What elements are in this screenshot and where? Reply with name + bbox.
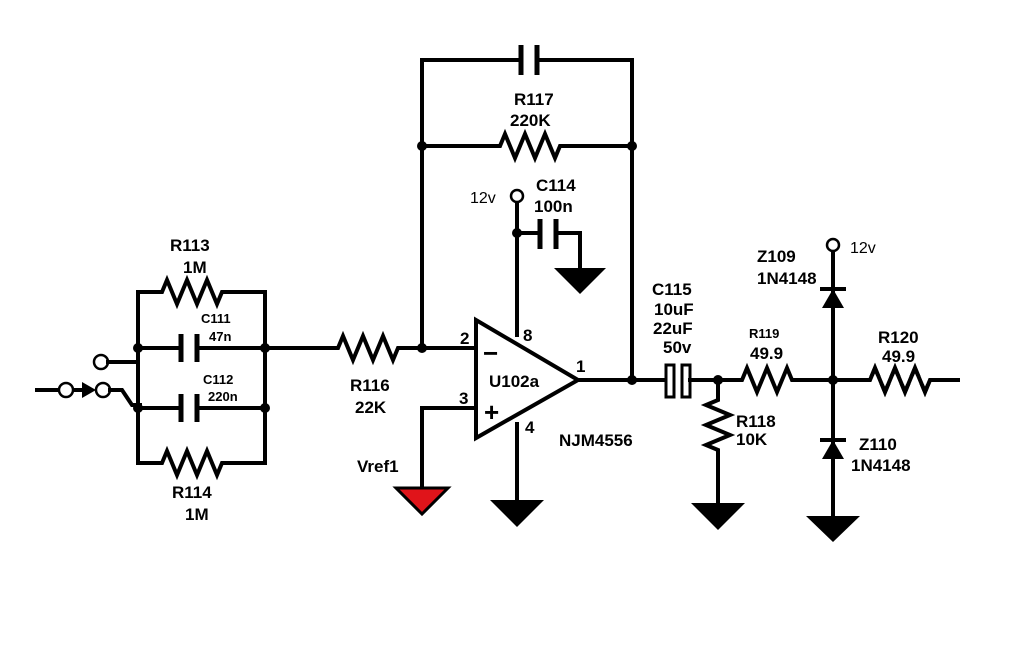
pin-inv: 2 [460, 329, 469, 348]
inverting-sign: − [483, 338, 498, 368]
vcc-terminal-opamp [509, 188, 525, 204]
r119-ref: R119 [749, 326, 779, 341]
input-rc-network [133, 274, 270, 481]
z110-diode [822, 440, 844, 459]
c115-value1: 10uF [654, 300, 694, 319]
c115-value2: 22uF [653, 319, 693, 338]
c111-ref: C111 [201, 311, 231, 326]
r118-resistor [700, 378, 736, 505]
c115-capacitor [664, 363, 692, 399]
r113-resistor [136, 274, 267, 310]
r114-value: 1M [185, 505, 209, 524]
pin-gnd: 4 [525, 418, 535, 437]
ground-symbol-clamp [806, 516, 860, 542]
pin-out: 1 [576, 357, 585, 376]
vcc-terminal-clamp [825, 237, 841, 253]
opamp-part: NJM4556 [559, 431, 633, 450]
r116-ref: R116 [350, 376, 390, 395]
vref-ground-symbol [392, 486, 452, 517]
ground-symbol-c114 [554, 268, 606, 294]
feedback-network [417, 45, 637, 382]
r118-value: 10K [736, 430, 768, 449]
r113-value: 1M [183, 258, 207, 277]
c114-capacitor [537, 219, 559, 249]
r119-value: 49.9 [750, 344, 783, 363]
ground-symbol-opamp [490, 500, 544, 527]
r116-resistor [263, 330, 424, 366]
r113-ref: R113 [170, 236, 210, 255]
pin-vcc: 8 [523, 326, 532, 345]
z110-ref: Z110 [859, 435, 897, 454]
feedback-capacitor [518, 45, 540, 75]
pin-noninv: 3 [459, 389, 468, 408]
vcc-label-opamp: 12v [470, 190, 496, 207]
c115-ref: C115 [652, 280, 692, 299]
clamp-diodes [820, 237, 846, 518]
c114-value: 100n [534, 197, 573, 216]
z109-diode [822, 289, 844, 308]
c112-value: 220n [208, 389, 238, 404]
c115-voltage: 50v [663, 338, 692, 357]
c114-ref: C114 [536, 176, 576, 195]
z110-part: 1N4148 [851, 456, 911, 475]
r114-ref: R114 [172, 483, 212, 502]
noninverting-sign: + [484, 397, 499, 427]
c112-ref: C112 [203, 372, 233, 387]
z109-ref: Z109 [757, 247, 796, 266]
vcc-label-clamp: 12v [850, 240, 876, 257]
r117-resistor [420, 128, 634, 164]
r120-value: 49.9 [882, 347, 915, 366]
c111-value: 47n [209, 329, 231, 344]
z109-part: 1N4148 [757, 269, 817, 288]
vref-label: Vref1 [357, 457, 399, 476]
r117-value: 220K [510, 111, 551, 130]
input-switch[interactable] [35, 353, 142, 407]
ground-symbol-r118 [691, 503, 745, 530]
r117-ref: R117 [514, 90, 554, 109]
opamp-u102a: − + [474, 316, 582, 442]
c112-capacitor [178, 394, 200, 422]
c111-capacitor [178, 334, 200, 362]
r120-ref: R120 [878, 328, 919, 347]
opamp-ref: U102a [489, 372, 540, 391]
r118-ref: R118 [736, 412, 776, 431]
r116-value: 22K [355, 398, 387, 417]
r114-resistor [136, 445, 267, 481]
